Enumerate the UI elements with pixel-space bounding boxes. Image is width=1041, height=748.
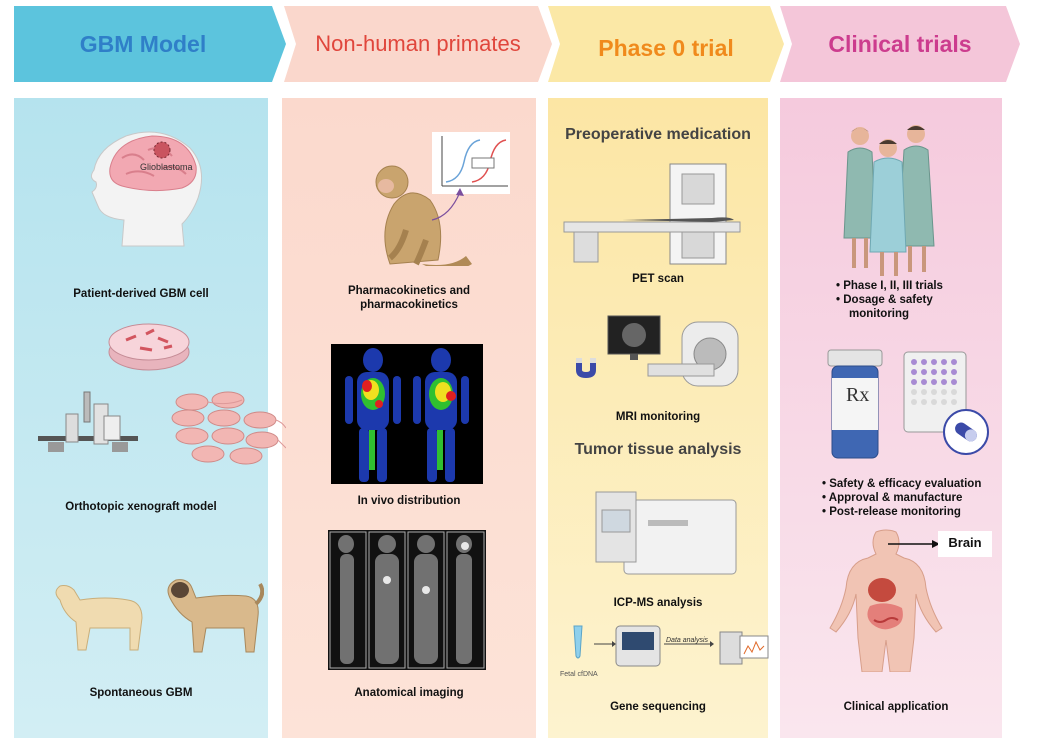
fetal-cfdna-label: Fetal cfDNA	[560, 671, 598, 678]
human-head-brain-illustration	[90, 131, 203, 247]
trial-bullet: monitoring	[849, 308, 910, 320]
well-plate-illustration	[903, 351, 967, 433]
stage-chevron-clinical: Clinical trials	[780, 6, 1020, 82]
invivo-label: In vivo distribution	[357, 495, 461, 507]
icpms-instrument-illustration	[595, 491, 737, 575]
rx-bottle-illustration	[827, 349, 883, 459]
pill-capsule-icon	[943, 409, 989, 455]
pk-curve-chart-illustration	[432, 132, 510, 194]
trial-bullet: • Phase I, II, III trials	[836, 280, 943, 292]
pk-label-line1: Pharmacokinetics and	[347, 285, 471, 297]
chevron-shape	[14, 6, 286, 82]
pet-body-scan-image	[331, 344, 483, 484]
icpms-label: ICP-MS analysis	[613, 597, 703, 609]
eval-bullet: • Post-release monitoring	[822, 506, 961, 518]
sequencing-workflow-illustration	[573, 625, 769, 667]
gene-sequencing-label: Gene sequencing	[610, 701, 706, 713]
spontaneous-label: Spontaneous GBM	[89, 687, 193, 699]
stage-title: Clinical trials	[828, 30, 972, 57]
chevron-shape	[780, 6, 1020, 82]
eval-bullet: • Safety & efficacy evaluation	[822, 478, 982, 490]
brain-pointer-arrow	[888, 540, 940, 548]
xenograft-label: Orthotopic xenograft model	[65, 501, 217, 513]
stage-chevron-phase0: Phase 0 trial	[548, 6, 784, 82]
dog-brown-illustration	[167, 579, 264, 653]
chevron-shape	[548, 6, 784, 82]
stage-title: Non-human primates	[315, 31, 521, 56]
anatomical-mri-image	[328, 530, 486, 670]
trial-bullets: • Phase I, II, III trials • Dosage & saf…	[836, 279, 943, 321]
pet-scanner-illustration	[563, 163, 741, 265]
mri-label: MRI monitoring	[615, 411, 701, 423]
monkey-illustration	[375, 165, 472, 266]
link-arrow	[431, 188, 464, 221]
section-preoperative: Preoperative medication	[565, 126, 751, 143]
rx-label: Rx	[846, 384, 870, 406]
brain-label: Brain	[948, 535, 982, 550]
trial-bullet: • Dosage & safety	[836, 294, 933, 306]
data-analysis-label: Data analysis	[666, 637, 709, 644]
petri-dish-illustration	[108, 323, 190, 371]
brain-label-box	[938, 531, 992, 557]
magnet-icon	[576, 358, 596, 378]
stage-chevron-nhp: Non-human primates	[284, 6, 552, 82]
eval-bullets: • Safety & efficacy evaluation • Approva…	[822, 477, 981, 519]
pet-label: PET scan	[632, 273, 684, 285]
patients-group-illustration	[843, 125, 935, 276]
dog-light-illustration	[55, 585, 143, 651]
mri-machine-illustration	[607, 315, 739, 387]
stage-chevron-gbm: GBM Model	[14, 6, 286, 82]
eval-bullet: • Approval & manufacture	[822, 492, 963, 504]
anatomical-label: Anatomical imaging	[354, 687, 464, 699]
pk-label-line2: pharmacokinetics	[360, 299, 458, 311]
chevron-shape	[284, 6, 552, 82]
stage-title: Phase 0 trial	[598, 34, 734, 61]
human-body-organs-illustration	[829, 529, 943, 672]
tumor-tag: Glioblastoma	[140, 162, 193, 172]
stage-title: GBM Model	[79, 30, 207, 57]
patient-cell-label: Patient-derived GBM cell	[73, 288, 209, 300]
mice-group-illustration	[171, 391, 286, 465]
section-tumor-analysis: Tumor tissue analysis	[574, 441, 742, 458]
clinical-application-label: Clinical application	[843, 701, 949, 713]
stereotaxic-frame-illustration	[38, 391, 138, 452]
